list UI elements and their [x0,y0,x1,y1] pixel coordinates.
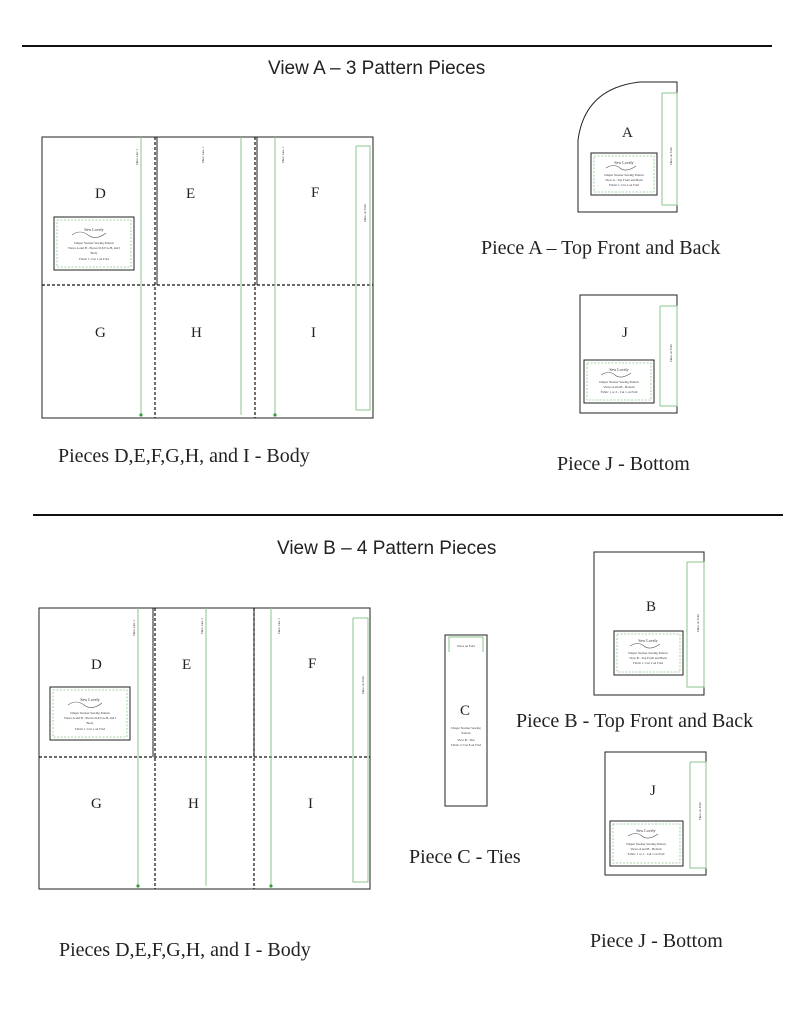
svg-text:View A - Top Front and Back: View A - Top Front and Back [605,178,643,182]
svg-text:Sew Lovely: Sew Lovely [636,828,655,833]
view-b-title: View B – 4 Pattern Pieces [277,538,497,559]
svg-text:View B - Ties: View B - Ties [457,738,475,742]
svg-text:Sew Lovely: Sew Lovely [614,160,633,165]
svg-text:Body: Body [87,721,94,725]
svg-text:Fabric 1: Cut 2 on Fold: Fabric 1: Cut 2 on Fold [609,183,639,187]
svg-text:Fabric 1: Cut 1 on Fold: Fabric 1: Cut 1 on Fold [79,257,109,261]
view-a-body-grid: Place Line 1 Place Line 1 Place Line 1 P… [41,136,374,419]
place-line-label-3: Place Line 1 [281,147,285,163]
view-b-piece-j-letter: J [650,783,656,799]
view-a-piece-j-caption: Piece J - Bottom [557,453,690,475]
svg-text:Fabric 1: Cut 1 on Fold: Fabric 1: Cut 1 on Fold [75,727,105,731]
svg-text:Place on Fold: Place on Fold [696,614,700,632]
svg-text:Place on Fold: Place on Fold [669,147,673,165]
piece-b: Place on Fold B Sew Lovely Diaper Stacke… [593,551,705,696]
svg-text:Views A and B - Pieces D,E,F,G: Views A and B - Pieces D,E,F,G,H, and I [68,246,120,251]
svg-text:Views A and B - Bottom: Views A and B - Bottom [630,847,662,851]
view-b-letter-h: H [188,796,199,812]
middle-divider [33,514,783,516]
svg-text:Diaper Stacker Sewing Pattern: Diaper Stacker Sewing Pattern [604,173,644,177]
svg-text:Sew Lovely: Sew Lovely [609,367,628,372]
svg-text:Diaper Stacker Sewing Pattern: Diaper Stacker Sewing Pattern [70,711,110,715]
view-b-letter-g: G [91,796,102,812]
svg-text:Place Line 1: Place Line 1 [277,618,281,634]
svg-text:Views A and B - Bottom: Views A and B - Bottom [603,385,635,389]
svg-text:Fabric 1: Cut 2 on Fold: Fabric 1: Cut 2 on Fold [633,661,663,665]
svg-text:Place Line 1: Place Line 1 [132,620,136,636]
piece-c: Place on Fold C Diaper Stacker Sewing Pa… [444,634,488,807]
svg-text:Views A and B - Pieces D,E,F,G: Views A and B - Pieces D,E,F,G,H, and I [64,716,116,721]
view-a-letter-f: F [311,185,319,201]
view-a-letter-e: E [186,186,195,202]
svg-text:Place Line 1: Place Line 1 [200,618,204,634]
svg-text:Place on Fold: Place on Fold [698,802,702,820]
signature-text: Sew Lovely [84,227,103,232]
svg-text:Sew Lovely: Sew Lovely [638,638,657,643]
view-b-letter-f: F [308,656,316,672]
view-b-letter-i: I [308,796,313,812]
piece-b-caption: Piece B - Top Front and Back [516,710,754,732]
svg-text:Pattern: Pattern [461,731,470,735]
svg-text:Fabric 1 or 2 - Cut 1 on Fold: Fabric 1 or 2 - Cut 1 on Fold [601,390,638,394]
piece-c-letter: C [460,703,470,719]
svg-text:Fabric 1 or 2 - Cut 1 on Fold: Fabric 1 or 2 - Cut 1 on Fold [628,852,665,856]
view-b-body-caption: Pieces D,E,F,G,H, and I - Body [59,939,311,961]
view-a-letter-g: G [95,325,106,341]
view-a-letter-d: D [95,186,106,202]
place-line-label-1: Place Line 1 [135,149,139,165]
top-divider [22,45,772,47]
svg-text:View B - Top Front and Back: View B - Top Front and Back [629,656,667,660]
view-b-letter-e: E [182,657,191,673]
place-line-label-2: Place Line 1 [201,147,205,163]
piece-a-caption: Piece A – Top Front and Back [481,237,721,259]
svg-text:Place on Fold: Place on Fold [669,344,673,362]
view-a-letter-h: H [191,325,202,341]
view-b-piece-j: Place on Fold J Sew Lovely Diaper Stacke… [604,751,707,876]
piece-b-letter: B [646,599,656,615]
svg-text:Fabric 2: Cut 8 on Fold: Fabric 2: Cut 8 on Fold [451,743,481,747]
svg-text:Diaper Stacker Sewing Pattern: Diaper Stacker Sewing Pattern [626,842,666,846]
svg-text:Diaper Stacker Sewing Pattern: Diaper Stacker Sewing Pattern [599,380,639,384]
view-b-piece-j-caption: Piece J - Bottom [590,930,723,952]
place-on-fold-label: Place on Fold [363,204,367,222]
view-a-letter-i: I [311,325,316,341]
piece-a-letter: A [622,125,633,141]
view-b-body-label: Sew Lovely Diaper Stacker Sewing Pattern… [49,686,131,741]
piece-a: Place on Fold A Sew Lovely Diaper Stacke… [577,81,678,213]
view-a-piece-j: Place on Fold J Sew Lovely Diaper Stacke… [579,294,678,414]
view-a-title: View A – 3 Pattern Pieces [268,58,486,79]
view-a-body-caption: Pieces D,E,F,G,H, and I - Body [58,445,310,467]
svg-text:Sew Lovely: Sew Lovely [80,697,99,702]
svg-text:Place on Fold: Place on Fold [361,676,365,694]
svg-text:Place on Fold: Place on Fold [457,644,475,648]
view-b-letter-d: D [91,657,102,673]
svg-text:Diaper Stacker Sewing Pattern: Diaper Stacker Sewing Pattern [628,651,668,655]
view-a-body-label: Sew Lovely Diaper Stacker Sewing Pattern… [53,216,135,271]
view-b-body-grid: Place Line 1 Place Line 1 Place Line 1 P… [38,607,371,890]
piece-c-caption: Piece C - Ties [409,846,521,868]
svg-text:Body: Body [91,251,98,255]
svg-text:Diaper Stacker Sewing: Diaper Stacker Sewing [451,726,481,730]
view-a-piece-j-letter: J [622,325,628,341]
svg-text:Diaper Stacker Sewing Pattern: Diaper Stacker Sewing Pattern [74,241,114,245]
